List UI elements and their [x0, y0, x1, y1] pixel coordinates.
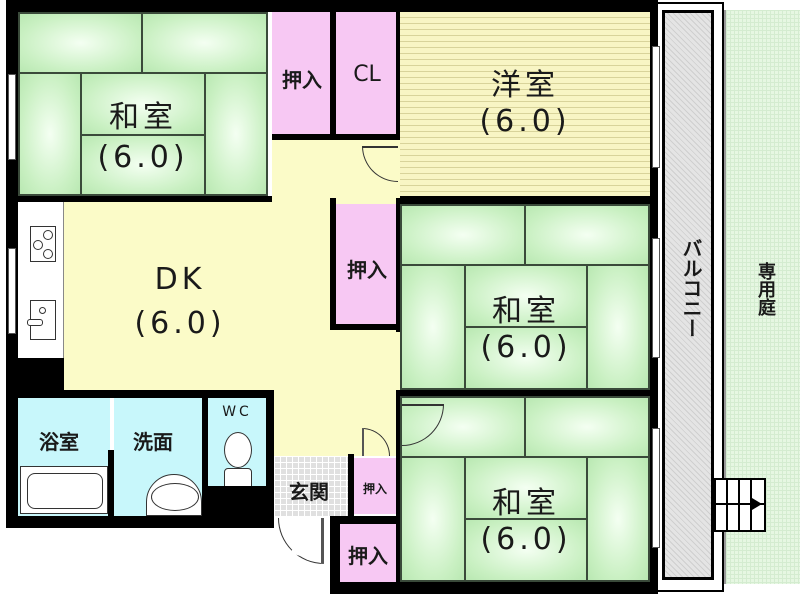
sink-icon [27, 300, 56, 340]
entrance-label: 玄関 [289, 480, 329, 504]
tatami-mat [464, 456, 588, 520]
wall [348, 454, 354, 516]
wall [396, 396, 400, 594]
window [8, 248, 16, 334]
washbasin-icon [146, 474, 202, 516]
tatami-mat [464, 264, 588, 328]
closet-oshiire-mid [336, 204, 398, 324]
tatami-mat [464, 518, 588, 582]
tatami-mat [141, 12, 268, 74]
window [652, 46, 660, 168]
washroom-label: 洗面 [133, 430, 173, 454]
wall [330, 324, 400, 330]
tatami-mat [400, 264, 466, 390]
closet-label: CL [353, 62, 381, 87]
closet-oshiire-small [354, 458, 396, 514]
closet-label: 押入 [362, 482, 387, 496]
tatami-mat [80, 72, 206, 136]
wall [208, 486, 274, 516]
wall [108, 450, 114, 516]
window [652, 238, 660, 358]
bath-label: 浴室 [39, 430, 79, 454]
wall [6, 390, 274, 398]
bathtub-icon [20, 466, 108, 514]
wall-bottom-left [6, 516, 274, 528]
tatami-mat [18, 72, 82, 196]
balcony-label: バルコニー [674, 238, 704, 338]
wall [18, 358, 64, 396]
wall [330, 516, 340, 594]
room-name-washitsu-nw: 和室 [109, 100, 177, 135]
entrance [274, 456, 348, 516]
closet-cl-top [336, 12, 398, 136]
room-name-dk: DK [154, 262, 206, 297]
closet-label: 押入 [282, 68, 322, 92]
arrow-right-icon [752, 498, 762, 510]
room-size-youshitsu: (6.0) [479, 104, 571, 139]
tatami-mat [586, 264, 650, 390]
wall [396, 12, 400, 140]
wall [396, 198, 400, 332]
window [8, 74, 16, 160]
wall [396, 390, 652, 396]
closet-oshiire-bottom [340, 524, 396, 582]
tatami-mat [586, 456, 650, 582]
room-size-washitsu-nw: (6.0) [97, 140, 189, 175]
room-size-washitsu-se: (6.0) [480, 522, 572, 557]
wall-bottom-right [330, 582, 658, 594]
tatami-mat [18, 12, 143, 74]
tatami-mat [400, 204, 526, 266]
room-size-dk: (6.0) [134, 306, 226, 341]
room-name-youshitsu: 洋室 [491, 68, 559, 103]
tatami-mat [80, 134, 206, 196]
tatami-mat [400, 456, 466, 582]
wall [6, 196, 272, 202]
balcony-label-text: バルコニー [679, 238, 703, 338]
room-size-washitsu-e: (6.0) [480, 330, 572, 365]
balcony [662, 10, 714, 580]
toilet-icon [224, 432, 252, 488]
garden-label: 専用庭 [746, 262, 776, 316]
tatami-mat [524, 204, 650, 266]
tatami-mat [204, 72, 268, 196]
wall [266, 390, 274, 528]
closet-label: 押入 [347, 258, 387, 282]
wall [396, 196, 652, 204]
garden-label-text: 専用庭 [755, 262, 776, 316]
closet-label: 押入 [348, 544, 388, 568]
toilet-label: WC [222, 404, 252, 420]
room-name-washitsu-e: 和室 [492, 294, 560, 329]
room-name-washitsu-se: 和室 [492, 486, 560, 521]
wall-top [6, 0, 652, 12]
tatami-mat [464, 326, 588, 390]
wall [202, 398, 208, 516]
closet-oshiire-top [272, 12, 330, 136]
wall [330, 516, 400, 524]
tatami-mat [524, 396, 650, 458]
wall [330, 198, 336, 328]
stove-icon [30, 226, 56, 262]
wall [330, 12, 336, 140]
room-youshitsu [400, 12, 650, 196]
window [652, 428, 660, 548]
wall [272, 134, 402, 140]
